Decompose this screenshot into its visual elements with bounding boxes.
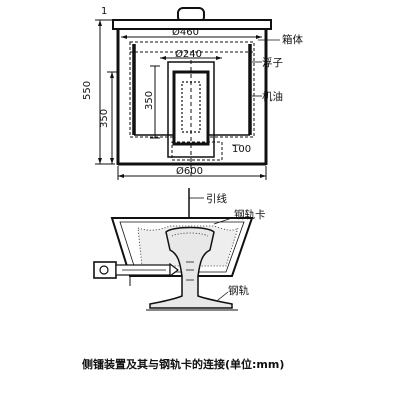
rail-assembly: [93, 188, 254, 311]
oil-label: 机油: [262, 90, 283, 103]
tank-assembly: [95, 7, 280, 180]
float-label: 浮子: [262, 57, 283, 69]
bottom-gap-label: 100: [232, 144, 251, 155]
rail-profile: [149, 226, 233, 309]
lead-wire-label: 引线: [206, 192, 227, 205]
box-label: 箱体: [282, 33, 303, 46]
rail-clamp-label: 钢轨卡: [234, 208, 266, 221]
top-diameter-label: Ø460: [172, 26, 199, 38]
rail-label: 钢轨: [228, 284, 249, 297]
lower-height-label: 350: [99, 109, 110, 128]
rail-text-group: 引线 钢轨卡 钢轨: [206, 192, 266, 297]
total-height-label: 550: [82, 81, 93, 100]
tank-lid: [112, 19, 272, 30]
top-mark-text: 1: [101, 6, 107, 17]
tank-text-group: 1 Ø460 Ø240 100 Ø600 550 350 350 箱体 浮子 机…: [82, 6, 303, 177]
inner-diameter-label: Ø240: [175, 48, 202, 60]
float-height-label: 350: [144, 91, 155, 110]
figure-caption: 侧镭装置及其与钢轨卡的连接(单位:mm): [82, 357, 284, 371]
outer-diameter-label: Ø600: [176, 165, 203, 177]
